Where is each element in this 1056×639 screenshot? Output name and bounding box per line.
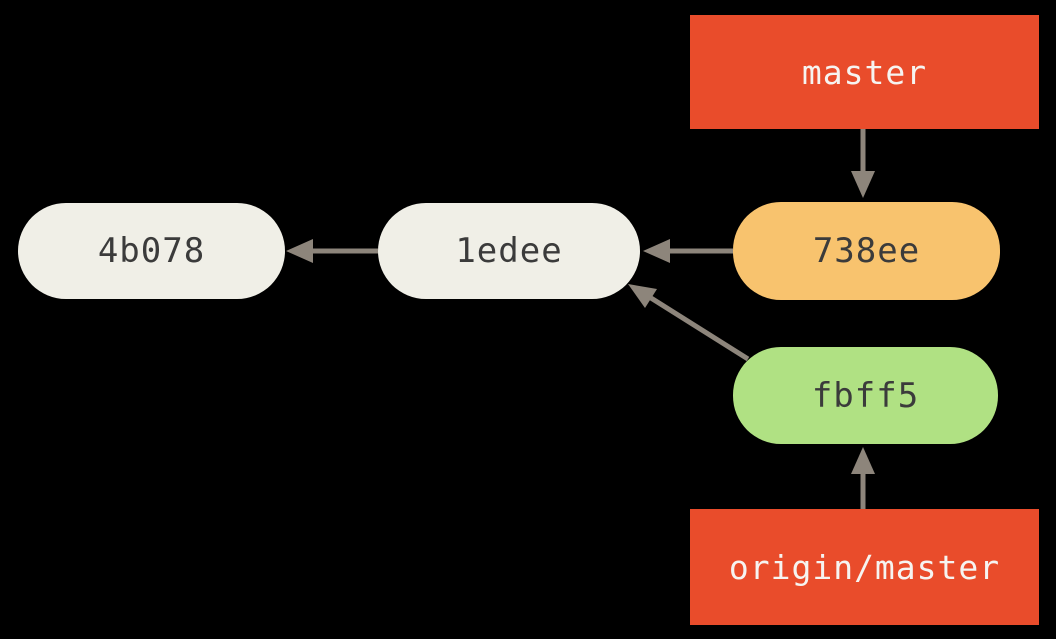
commit-node-738ee: 738ee [733,202,1000,300]
commit-node-4b078: 4b078 [18,203,285,299]
commit-id-text: 1edee [455,231,563,271]
branch-label-master: master [690,15,1039,129]
commit-node-fbff5: fbff5 [733,347,998,444]
edge-master-to-738ee [851,129,875,198]
commit-id-text: 4b078 [97,231,206,271]
branch-label-origin-master: origin/master [690,509,1039,625]
edge-origin-master-to-fbff5 [851,447,875,509]
commit-id-text: 738ee [812,231,921,271]
edge-1edee-to-4b078 [286,239,378,263]
branch-label-master-text: master [801,52,928,92]
branch-label-origin-master-text: origin/master [728,547,1001,587]
commit-node-1edee: 1edee [378,203,640,299]
edge-738ee-to-1edee [643,239,733,263]
commit-id-text: fbff5 [811,375,920,416]
edge-fbff5-to-1edee [628,284,750,362]
